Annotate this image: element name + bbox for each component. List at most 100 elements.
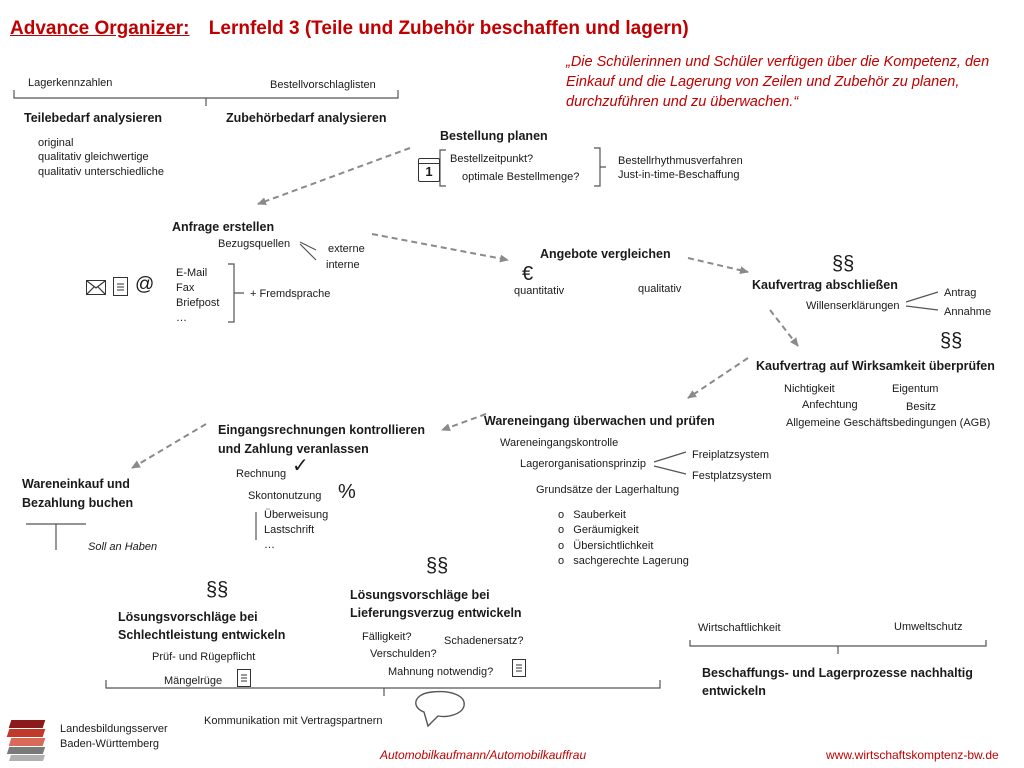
teilebedarf-heading: Teilebedarf analysieren bbox=[24, 111, 163, 125]
soll-an-haben: Soll an Haben bbox=[88, 541, 158, 553]
section-symbol-icon: §§ bbox=[940, 330, 963, 352]
willenserklaerungen: Willenserklärungen bbox=[806, 300, 900, 312]
rechnungen-heading-1: Eingangsrechnungen kontrollieren bbox=[218, 423, 425, 437]
calendar-digit: 1 bbox=[425, 164, 433, 179]
mahnung: Mahnung notwendig? bbox=[388, 666, 494, 678]
externe: externe bbox=[328, 243, 365, 255]
bullet-item: o Sauberkeit bbox=[558, 509, 626, 521]
annahme: Annahme bbox=[944, 306, 992, 318]
line-bezugsquellen bbox=[299, 241, 317, 261]
checkmark-icon: ✓ bbox=[292, 455, 309, 477]
page-title: Advance Organizer: Lernfeld 3 (Teile und… bbox=[10, 18, 689, 40]
nachhaltig-heading-1: Beschaffungs- und Lagerprozesse nachhalt… bbox=[702, 666, 973, 680]
logo-text-2: Baden-Württemberg bbox=[60, 738, 160, 750]
bracket-bestellung-left bbox=[439, 149, 446, 187]
brace-analyse bbox=[13, 90, 399, 106]
t-account bbox=[26, 523, 86, 550]
maengelruege: Mängelrüge bbox=[164, 675, 223, 687]
media-item: … bbox=[176, 312, 187, 324]
arrow-kaufvertrag-wirksamkeit bbox=[769, 309, 799, 347]
umweltschutz: Umweltschutz bbox=[894, 621, 963, 633]
eigentum: Eigentum bbox=[892, 383, 939, 395]
agb: Allgemeine Geschäftsbedingungen (AGB) bbox=[786, 417, 991, 429]
document-icon bbox=[512, 659, 526, 677]
envelope-icon bbox=[86, 280, 106, 295]
arrow-wirksamkeit-wareneingang bbox=[687, 357, 749, 399]
pruef-ruegepflicht: Prüf- und Rügepflicht bbox=[152, 651, 256, 663]
at-icon: @ bbox=[135, 274, 155, 295]
zahlung-item: … bbox=[264, 539, 275, 551]
section-symbol-icon: §§ bbox=[426, 555, 449, 577]
wareneinkauf-heading-2: Bezahlung buchen bbox=[22, 496, 134, 510]
wirksamkeit-heading: Kaufvertrag auf Wirksamkeit überprüfen bbox=[756, 359, 995, 373]
analyse-item: original bbox=[38, 137, 74, 149]
kommunikation: Kommunikation mit Vertragspartnern bbox=[204, 715, 383, 727]
percent-icon: % bbox=[338, 481, 356, 503]
footer-url[interactable]: www.wirtschaftskomptenz-bw.de bbox=[826, 748, 999, 762]
wareneingangskontrolle: Wareneingangskontrolle bbox=[500, 437, 619, 449]
besitz: Besitz bbox=[906, 401, 936, 413]
anfrage-heading: Anfrage erstellen bbox=[172, 220, 275, 234]
schadenersatz: Schadenersatz? bbox=[444, 635, 524, 647]
bullet-item: o Übersichtlichkeit bbox=[558, 540, 654, 552]
verzug-heading-1: Lösungsvorschläge bei bbox=[350, 588, 490, 602]
arrow-anfrage-angebote bbox=[371, 233, 509, 263]
freiplatzsystem: Freiplatzsystem bbox=[692, 449, 770, 461]
wirtschaftlichkeit: Wirtschaftlichkeit bbox=[698, 622, 781, 634]
skontonutzung: Skontonutzung bbox=[248, 490, 322, 502]
brace-nachhaltig bbox=[689, 640, 987, 654]
line-willen bbox=[905, 291, 939, 311]
schlecht-heading-2: Schlechtleistung entwickeln bbox=[118, 628, 286, 642]
bestellung-heading: Bestellung planen bbox=[440, 129, 548, 143]
zahlung-item: Überweisung bbox=[264, 509, 329, 521]
schlecht-heading-1: Lösungsvorschläge bei bbox=[118, 610, 258, 624]
title-main: Lernfeld 3 (Teile und Zubehör beschaffen… bbox=[208, 18, 689, 39]
line-prinzip bbox=[653, 451, 687, 475]
arrow-bestellung-anfrage bbox=[257, 147, 411, 205]
footer-profession: Automobilkaufmann/Automobilkauffrau bbox=[380, 748, 587, 762]
antrag: Antrag bbox=[944, 287, 977, 299]
bullet-item: o Geräumigkeit bbox=[558, 524, 639, 536]
fremdsprache: + Fremdsprache bbox=[250, 288, 331, 300]
brace-kommunikation bbox=[105, 680, 661, 696]
arrow-wareneingang-rechnungen bbox=[441, 413, 487, 432]
analyse-item: qualitativ unterschiedliche bbox=[38, 166, 164, 178]
zahlung-item: Lastschrift bbox=[264, 524, 315, 536]
interne: interne bbox=[326, 259, 360, 271]
rechnung: Rechnung bbox=[236, 468, 287, 480]
kaufvertrag-heading: Kaufvertrag abschließen bbox=[752, 278, 898, 292]
bracket-media bbox=[228, 263, 244, 323]
rechnungen-heading-2: und Zahlung veranlassen bbox=[218, 442, 369, 456]
nachhaltig-heading-2: entwickeln bbox=[702, 684, 766, 698]
arrow-rechnungen-wareneinkauf bbox=[131, 423, 207, 469]
euro-icon: € bbox=[522, 263, 534, 285]
wareneinkauf-heading-1: Wareneinkauf und bbox=[22, 477, 130, 491]
section-symbol-icon: §§ bbox=[206, 579, 229, 601]
qualitativ: qualitativ bbox=[638, 283, 682, 295]
document-icon bbox=[237, 669, 251, 687]
media-item: Briefpost bbox=[176, 297, 220, 309]
analyse-item: qualitativ gleichwertige bbox=[38, 151, 149, 163]
verzug-heading-2: Lieferungsverzug entwickeln bbox=[350, 606, 522, 620]
media-item: Fax bbox=[176, 282, 195, 294]
festplatzsystem: Festplatzsystem bbox=[692, 470, 772, 482]
grundsaetze: Grundsätze der Lagerhaltung bbox=[536, 484, 680, 496]
bestellrhythmus: Bestellrhythmusverfahren bbox=[618, 155, 743, 167]
bestellvorschlaglisten: Bestellvorschlaglisten bbox=[270, 79, 376, 91]
wareneingang-heading: Wareneingang überwachen und prüfen bbox=[484, 414, 715, 428]
angebote-heading: Angebote vergleichen bbox=[540, 247, 671, 261]
bestellzeitpunkt: Bestellzeitpunkt? bbox=[450, 153, 534, 165]
logo-text-1: Landesbildungsserver bbox=[60, 723, 168, 735]
bezugsquellen: Bezugsquellen bbox=[218, 238, 291, 250]
just-in-time: Just-in-time-Beschaffung bbox=[618, 169, 740, 181]
calendar-icon: 1 bbox=[418, 158, 440, 182]
faelligkeit: Fälligkeit? bbox=[362, 631, 412, 643]
document-icon bbox=[113, 277, 128, 296]
zubehoerbedarf-heading: Zubehörbedarf analysieren bbox=[226, 111, 387, 125]
anfechtung: Anfechtung bbox=[802, 399, 858, 411]
media-item: E-Mail bbox=[176, 267, 208, 279]
landesbildungsserver-logo bbox=[6, 716, 50, 762]
section-symbol-icon: §§ bbox=[832, 253, 855, 275]
title-prefix: Advance Organizer: bbox=[10, 18, 190, 39]
